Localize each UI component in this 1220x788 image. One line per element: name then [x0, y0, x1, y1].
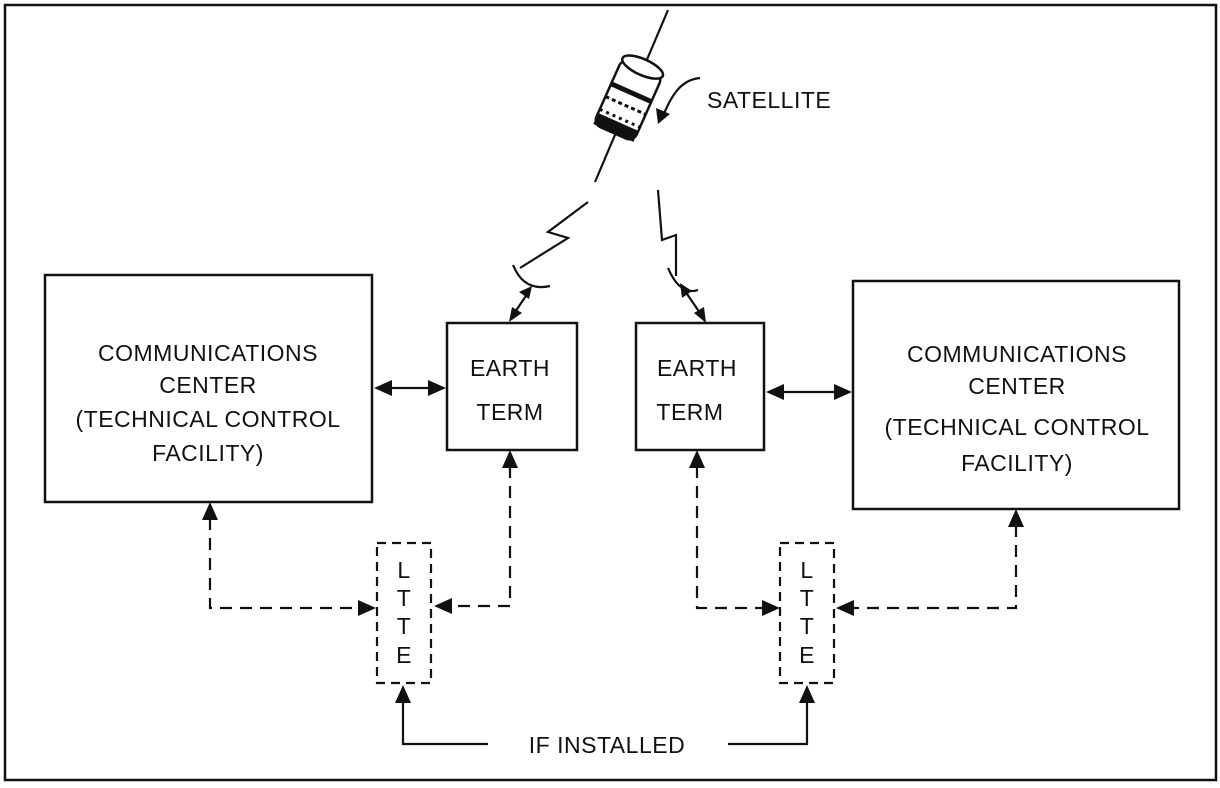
- right-center-line-1: COMMUNICATIONS: [907, 341, 1127, 367]
- left-center-to-earth-term-arrow: [374, 380, 446, 396]
- left-center-line-2: CENTER: [159, 372, 257, 398]
- left-ltte-letter-2: T: [397, 585, 412, 611]
- if-installed-label: IF INSTALLED: [529, 732, 685, 758]
- left-center-line-3: (TECHNICAL CONTROL: [76, 406, 341, 432]
- right-earth-term-line-2: TERM: [656, 399, 723, 425]
- left-earth-term-line-2: TERM: [476, 399, 543, 425]
- satellite-pointer-arrow: [662, 78, 700, 118]
- right-center-line-3: (TECHNICAL CONTROL: [885, 414, 1150, 440]
- left-ltte-letter-4: E: [396, 642, 412, 668]
- satellite-icon: [593, 10, 668, 182]
- right-center-line-4: FACILITY): [961, 450, 1073, 476]
- satellite-pointer-arrowhead: [656, 108, 670, 124]
- right-ltte-letter-3: T: [800, 613, 815, 639]
- left-radio-link: [520, 202, 588, 268]
- right-ltte-letter-4: E: [799, 642, 815, 668]
- right-center-line-2: CENTER: [968, 373, 1066, 399]
- right-ltte-letter-1: L: [800, 557, 813, 583]
- right-radio-link: [658, 190, 676, 276]
- right-earth-term-to-center-arrow: [766, 384, 852, 400]
- right-ltte-letter-2: T: [800, 585, 815, 611]
- left-earth-term-to-ltte-dashed-link: [434, 450, 518, 614]
- right-earth-term-to-ltte-dashed-link: [689, 450, 780, 616]
- left-ltte-letter-1: L: [397, 557, 410, 583]
- left-center-to-ltte-dashed-link: [202, 502, 376, 616]
- left-center-line-1: COMMUNICATIONS: [98, 340, 318, 366]
- left-center-line-4: FACILITY): [152, 440, 264, 466]
- right-earth-term-box: [636, 323, 764, 450]
- left-antenna-dish-icon: [513, 265, 550, 287]
- satellite-label: SATELLITE: [707, 87, 831, 113]
- left-earth-term-box: [447, 323, 577, 450]
- right-center-to-ltte-dashed-link: [836, 509, 1024, 616]
- right-earth-term-line-1: EARTH: [657, 355, 737, 381]
- left-earth-term-line-1: EARTH: [470, 355, 550, 381]
- left-ltte-letter-3: T: [397, 613, 412, 639]
